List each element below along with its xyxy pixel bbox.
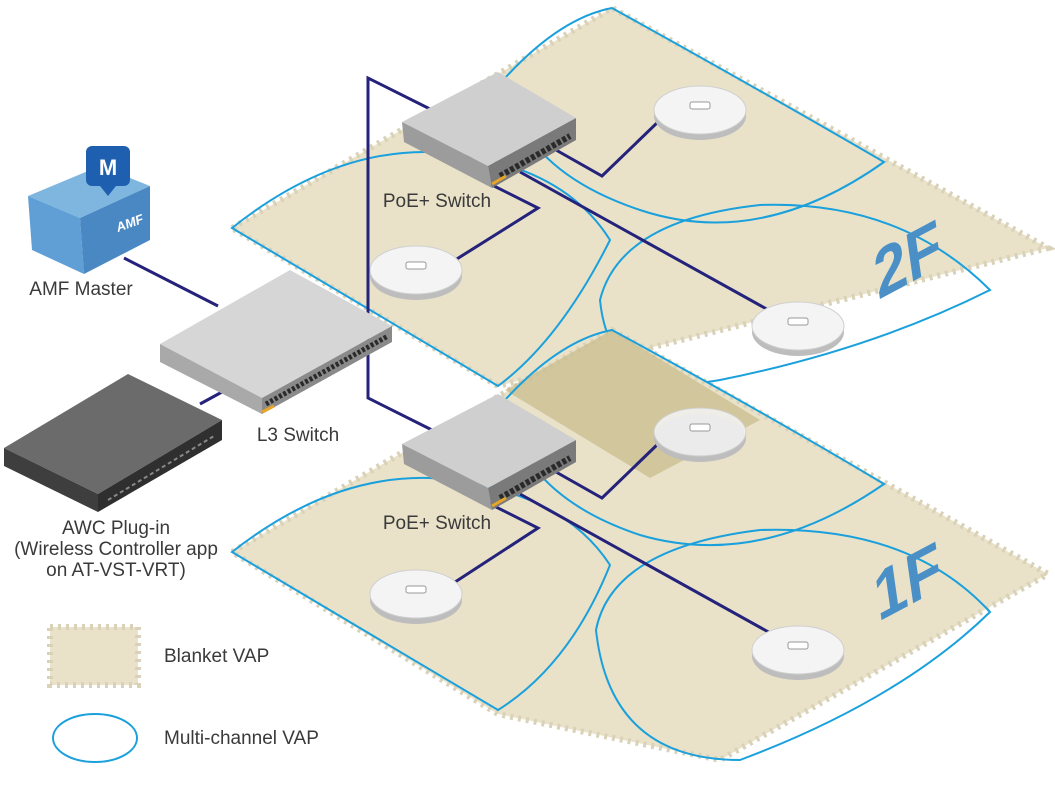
l3-switch-label: L3 Switch <box>257 425 339 446</box>
cable-1f-ap2 <box>451 496 542 586</box>
awc-appliance-device <box>4 374 222 512</box>
poe-switch-1f-device <box>402 394 576 510</box>
cable-amf-l3 <box>123 256 219 308</box>
cable-2f-ap3 <box>519 170 773 314</box>
cable-1f-ap3 <box>519 492 773 636</box>
amf-badge <box>86 146 130 186</box>
floor-1f: 1F <box>226 326 1055 764</box>
cable-2f-ap1 <box>555 118 662 178</box>
amf-master-device: M AMF <box>28 146 150 274</box>
cable-l3-poe2f <box>366 75 433 338</box>
cable-1f-ap1 <box>555 440 662 500</box>
access-point-1f-2 <box>369 569 463 624</box>
legend-multichannel-label: Multi-channel VAP <box>164 728 319 749</box>
legend: Blanket VAP Multi-channel VAP <box>47 624 319 763</box>
cable-l3-poe1f <box>366 338 433 432</box>
access-points <box>369 85 845 680</box>
cable-2f-ap2 <box>451 176 542 264</box>
poe-switch-2f-label: PoE+ Switch <box>383 191 491 212</box>
legend-blanket-label: Blanket VAP <box>164 646 269 667</box>
cable-awc-l3 <box>199 390 223 406</box>
access-point-1f-1 <box>653 407 747 462</box>
l3-switch-device <box>160 270 392 414</box>
vap-ring-2f-top <box>503 6 886 224</box>
poe-switch-2f-device <box>402 72 576 188</box>
vap-ring-1f-top <box>503 328 886 547</box>
legend-multichannel-swatch <box>52 713 138 763</box>
legend-blanket-swatch <box>47 624 141 688</box>
access-point-1f-3 <box>751 625 845 680</box>
access-point-2f-2 <box>369 245 463 300</box>
poe-switch-1f-label: PoE+ Switch <box>383 513 491 534</box>
awc-label-line2: (Wireless Controller app <box>14 539 218 560</box>
cables <box>123 75 773 636</box>
amf-master-label: AMF Master <box>29 279 133 300</box>
amf-badge-letter: M <box>99 155 117 180</box>
awc-label-line3: on AT-VST-VRT) <box>46 560 186 581</box>
access-point-2f-3 <box>751 301 845 356</box>
vap-ring-2f-left <box>230 150 612 388</box>
access-point-2f-1 <box>653 85 747 140</box>
awc-label-line1: AWC Plug-in <box>62 518 170 539</box>
vap-ring-1f-right <box>594 528 992 762</box>
